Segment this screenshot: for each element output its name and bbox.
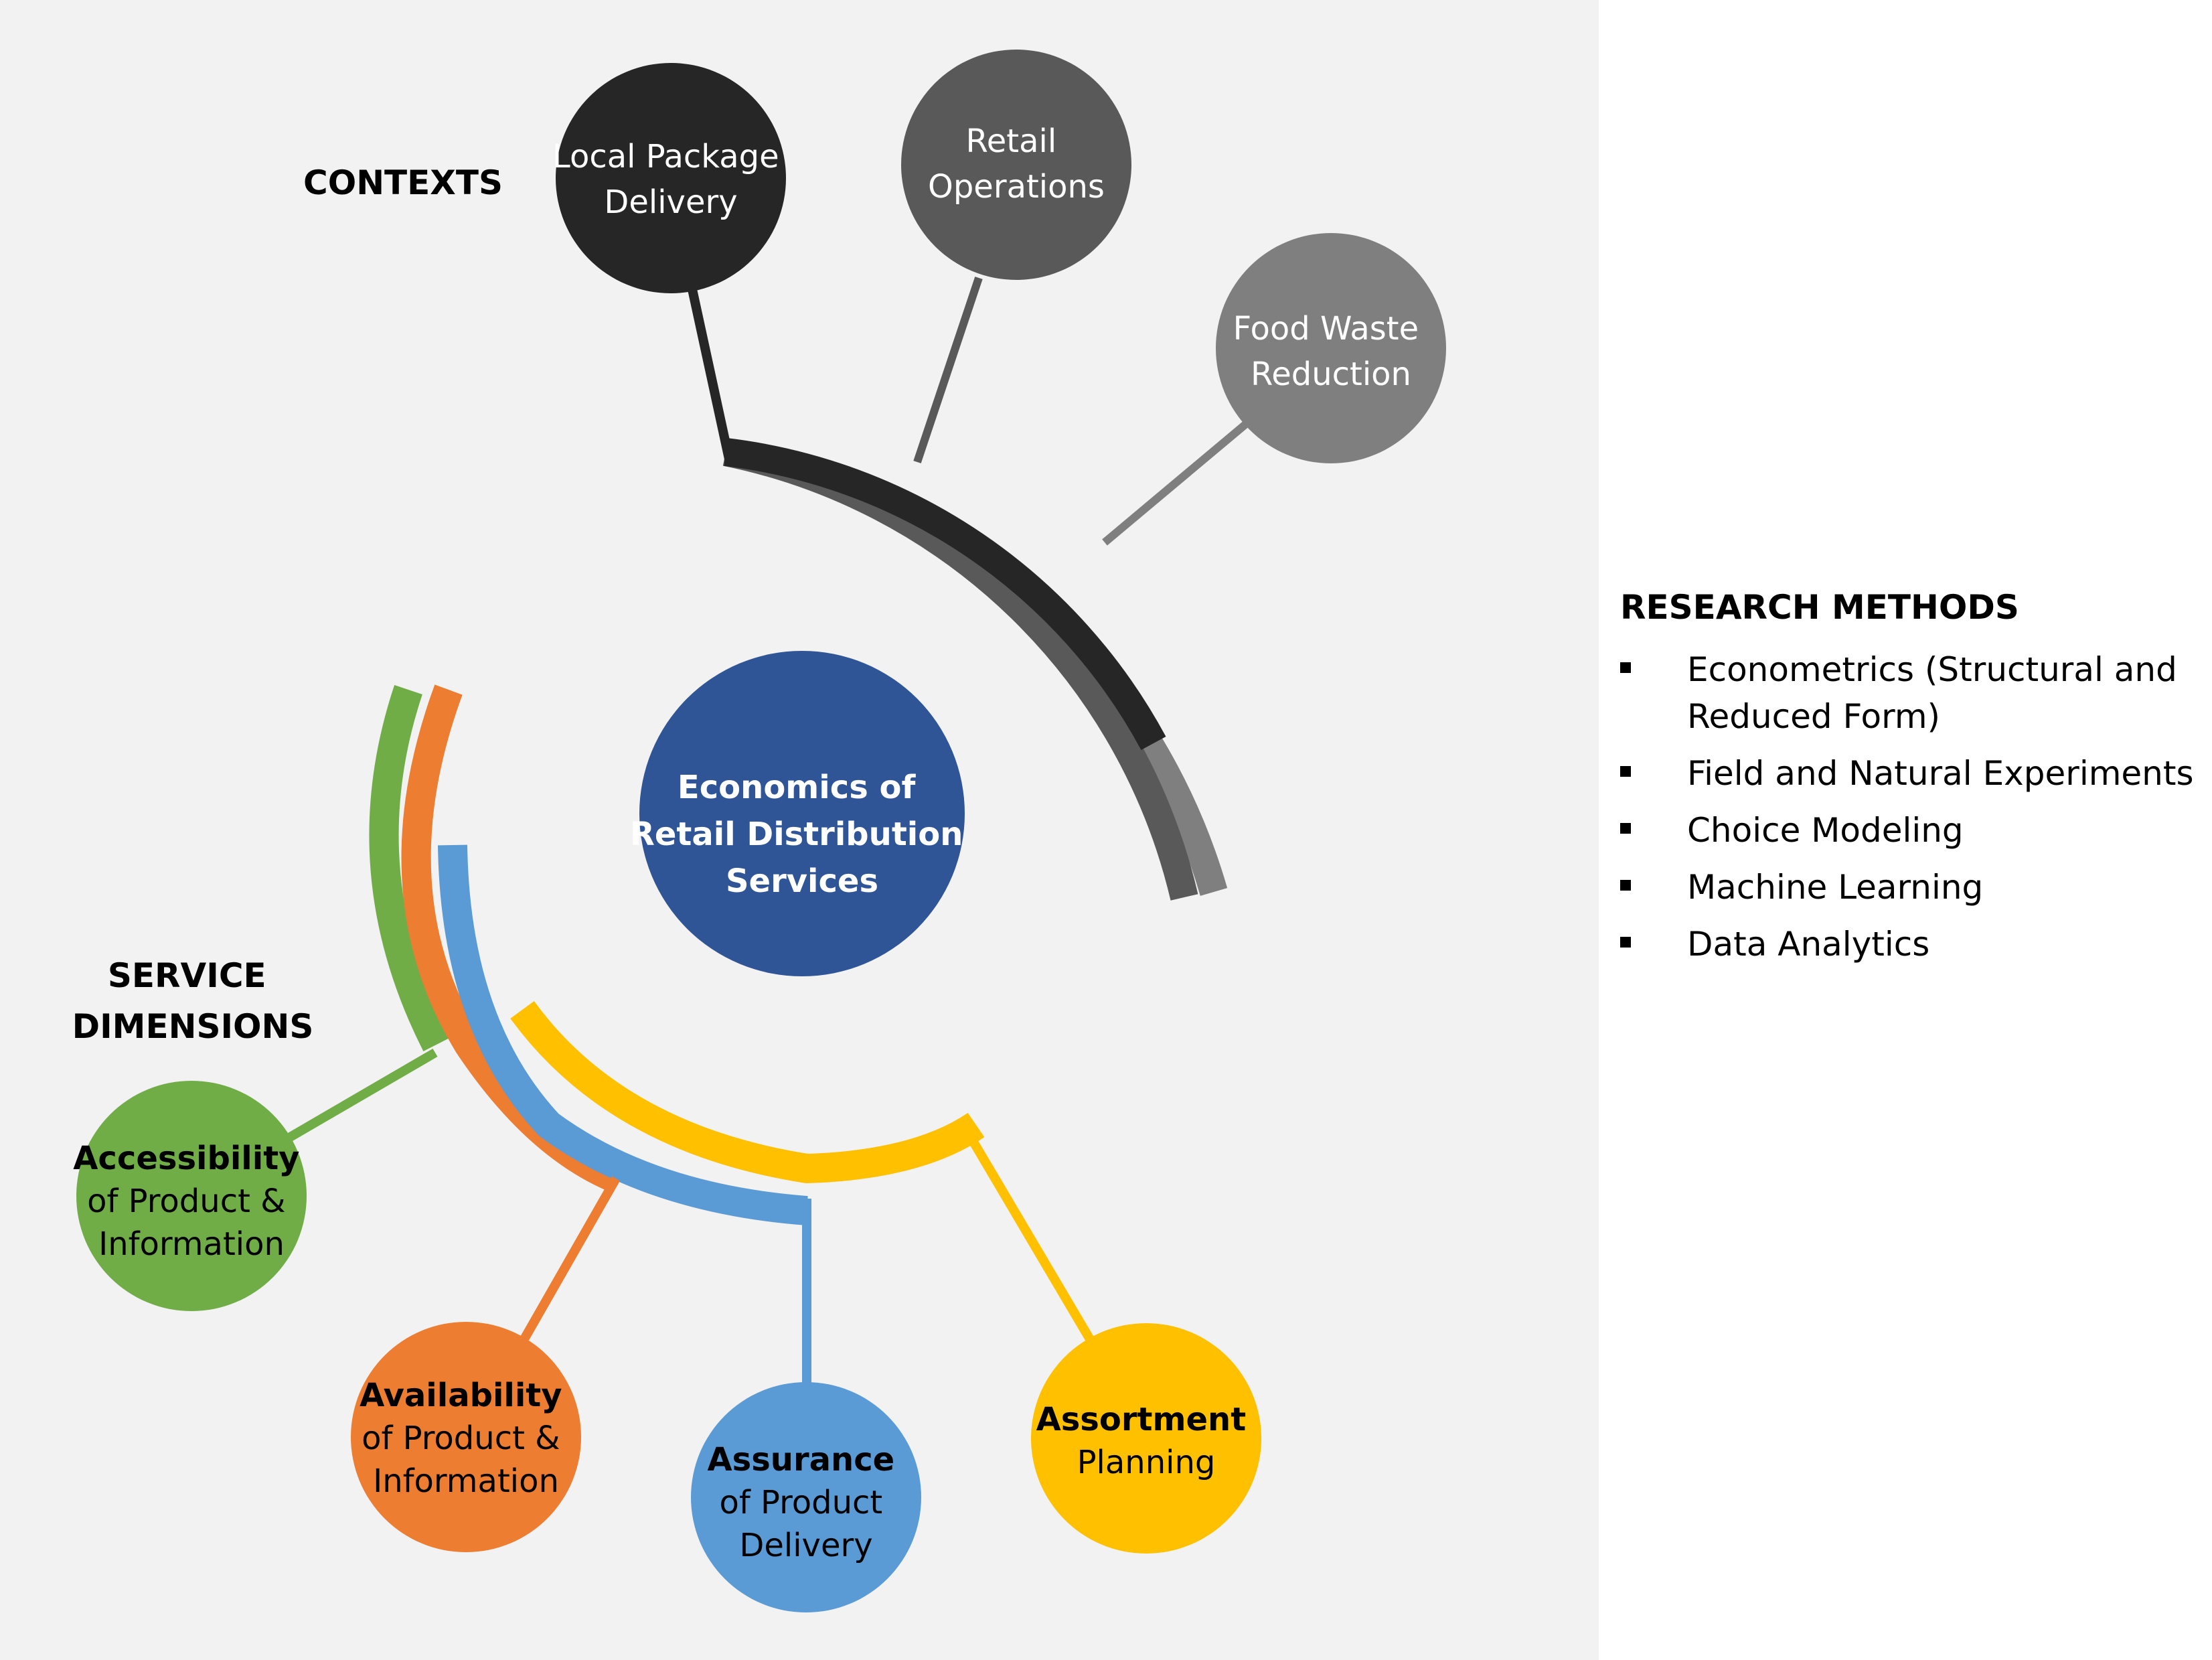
arc-local-package-delivery xyxy=(724,438,1166,750)
service-label-availability: Availability of Product & Information xyxy=(360,1377,572,1500)
diagram: Economics of Retail Distribution Service… xyxy=(72,50,1446,1612)
list-item: Field and Natural Experiments xyxy=(1620,750,2196,797)
service-label-assortment: Assortment Planning xyxy=(1036,1401,1257,1481)
square-bullet-icon xyxy=(1620,766,1631,777)
center-circle xyxy=(639,651,965,976)
method-label: Machine Learning xyxy=(1687,868,1984,907)
connector-local-package-delivery xyxy=(688,288,734,463)
connector-availability xyxy=(518,1176,621,1345)
list-item: Econometrics (Structural and Reduced For… xyxy=(1620,646,2196,740)
list-item: Data Analytics xyxy=(1620,921,2196,968)
list-item: Machine Learning xyxy=(1620,864,2196,911)
context-label-local-package-delivery: Local Package Delivery xyxy=(552,138,789,221)
method-label: Econometrics (Structural and Reduced For… xyxy=(1687,650,2177,736)
context-label-food-waste-reduction: Food Waste Reduction xyxy=(1233,310,1429,393)
square-bullet-icon xyxy=(1620,823,1631,834)
connector-accessibility xyxy=(285,1048,438,1143)
arc-accessibility xyxy=(369,685,450,1051)
square-bullet-icon xyxy=(1620,662,1631,673)
research-methods-panel: RESEARCH METHODS Econometrics (Structura… xyxy=(1620,589,2196,978)
service-circle-assortment xyxy=(1031,1323,1261,1554)
connector-retail-operations xyxy=(913,277,983,463)
service-circle-accessibility xyxy=(76,1081,307,1311)
service-dimensions-heading: SERVICE DIMENSIONS xyxy=(72,956,314,1046)
method-label: Data Analytics xyxy=(1687,925,1930,964)
service-label-accessibility: Accessibility of Product & Information xyxy=(73,1140,309,1263)
context-circle-local-package-delivery xyxy=(556,63,786,293)
method-label: Field and Natural Experiments xyxy=(1687,754,2194,793)
context-label-retail-operations: Retail Operations xyxy=(928,123,1105,206)
service-label-assurance: Assurance of Product Delivery xyxy=(708,1441,905,1564)
research-methods-title: RESEARCH METHODS xyxy=(1620,588,2019,627)
service-circle-assurance xyxy=(691,1382,921,1612)
arc-assurance xyxy=(438,844,808,1225)
contexts-heading: CONTEXTS xyxy=(303,163,503,202)
connector-assortment xyxy=(963,1129,1095,1342)
research-methods-list: Econometrics (Structural and Reduced For… xyxy=(1620,646,2196,968)
center-label: Economics of Retail Distribution Service… xyxy=(630,769,974,900)
context-circle-food-waste-reduction xyxy=(1216,233,1446,463)
list-item: Choice Modeling xyxy=(1620,807,2196,854)
method-label: Choice Modeling xyxy=(1687,811,1964,850)
service-circle-availability xyxy=(351,1322,581,1552)
arc-assortment xyxy=(510,1001,985,1184)
context-circle-retail-operations xyxy=(901,50,1131,280)
square-bullet-icon xyxy=(1620,937,1631,948)
connector-food-waste-reduction xyxy=(1102,421,1248,546)
square-bullet-icon xyxy=(1620,880,1631,891)
